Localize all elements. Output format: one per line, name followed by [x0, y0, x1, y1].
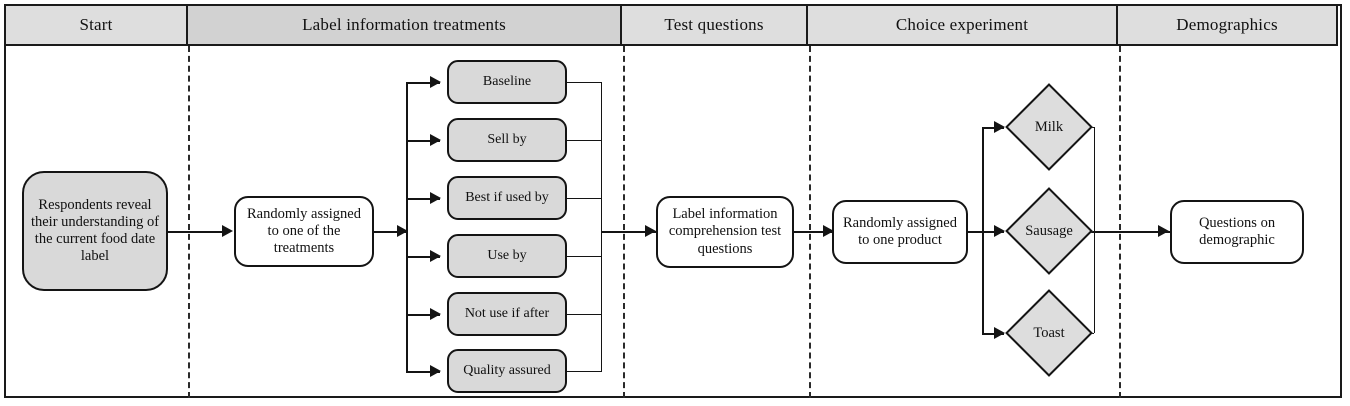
merge-line-best-if-used-by [567, 198, 601, 199]
arrowhead-randomize-product [823, 225, 834, 237]
node-treatment-use-by[interactable]: Use by [447, 234, 567, 278]
node-treatment-best-if-used-by[interactable]: Best if used by [447, 176, 567, 220]
merge-line-quality-assured [567, 371, 601, 372]
node-product-milk[interactable]: Milk [1005, 83, 1093, 171]
connector-randomize-to-bus [374, 231, 406, 233]
node-start[interactable]: Respondents reveal their understanding o… [22, 171, 168, 291]
header-cell-demographics: Demographics [1116, 4, 1338, 46]
node-product-toast-label: Toast [1033, 324, 1065, 341]
connector-start-to-randomize [168, 231, 224, 233]
merge-line-baseline [567, 82, 601, 83]
arrowhead-best-if-used-by [430, 192, 441, 204]
branch-line-best-if-used-by [406, 198, 440, 200]
arrowhead-treatment-bus [397, 225, 408, 237]
arrowhead-randomize-treatment [222, 225, 233, 237]
arrowhead-demographics [1158, 225, 1169, 237]
node-test-questions[interactable]: Label information comprehension test que… [656, 196, 794, 268]
branch-line-sausage [982, 231, 1004, 233]
node-treatment-not-use-if-after[interactable]: Not use if after [447, 292, 567, 336]
merge-line-sell-by [567, 140, 601, 141]
node-demographics[interactable]: Questions on demographic [1170, 200, 1304, 264]
arrowhead-sell-by [430, 134, 441, 146]
node-product-toast[interactable]: Toast [1005, 289, 1093, 377]
arrowhead-not-use-if-after [430, 308, 441, 320]
header-cell-choice-experiment: Choice experiment [806, 4, 1118, 46]
header-cell-test-questions: Test questions [620, 4, 808, 46]
branch-line-sell-by [406, 140, 440, 142]
node-product-sausage[interactable]: Sausage [1005, 187, 1093, 275]
branch-line-milk [982, 127, 1004, 129]
branch-line-use-by [406, 256, 440, 258]
arrowhead-toast [994, 327, 1005, 339]
connector-test-questions-to-randomize-product [794, 231, 832, 233]
node-product-sausage-label: Sausage [1025, 222, 1073, 239]
branch-line-quality-assured [406, 371, 440, 373]
arrowhead-sausage [994, 225, 1005, 237]
treatment-merge-bus [601, 82, 602, 372]
node-treatment-baseline[interactable]: Baseline [447, 60, 567, 104]
node-randomize-treatment[interactable]: Randomly assigned to one of the treatmen… [234, 196, 374, 267]
node-treatment-sell-by[interactable]: Sell by [447, 118, 567, 162]
connector-randomize-product-to-bus [968, 231, 982, 233]
branch-line-toast [982, 333, 1004, 335]
merge-line-not-use-if-after [567, 314, 601, 315]
arrowhead-milk [994, 121, 1005, 133]
node-product-milk-label: Milk [1034, 118, 1064, 135]
column-divider-3 [809, 46, 811, 398]
product-distribution-bus [982, 127, 984, 333]
arrowhead-baseline [430, 76, 441, 88]
product-merge-bus [1094, 127, 1095, 333]
header-cell-label-information-treatments: Label information treatments [186, 4, 622, 46]
header-cell-start: Start [4, 4, 188, 46]
merge-line-use-by [567, 256, 601, 257]
arrowhead-use-by [430, 250, 441, 262]
node-treatment-quality-assured[interactable]: Quality assured [447, 349, 567, 393]
column-divider-2 [623, 46, 625, 398]
connector-merge-to-test-questions [601, 231, 656, 233]
column-divider-1 [188, 46, 190, 398]
branch-line-not-use-if-after [406, 314, 440, 316]
connector-products-to-demographics [1072, 231, 1170, 233]
branch-line-baseline [406, 82, 440, 84]
node-randomize-product[interactable]: Randomly assigned to one product [832, 200, 968, 264]
column-divider-4 [1119, 46, 1121, 398]
arrowhead-quality-assured [430, 365, 441, 377]
header-row: Start Label information treatments Test … [4, 4, 1342, 46]
arrowhead-test-questions [645, 225, 656, 237]
